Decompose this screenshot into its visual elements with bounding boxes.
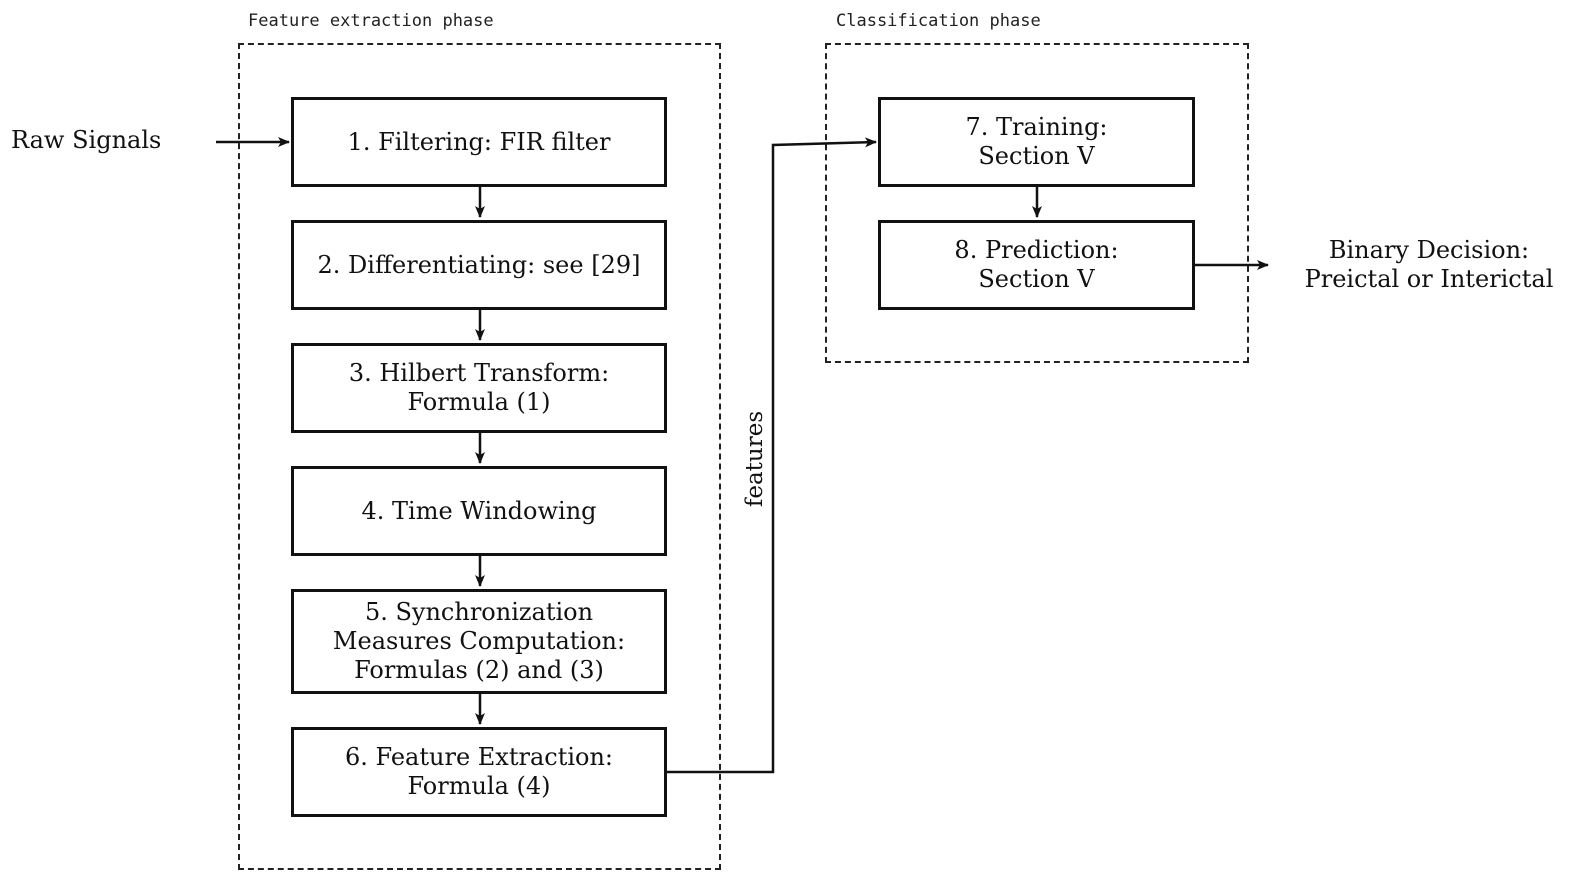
step-hilbert-transform-line-1: 3. Hilbert Transform: xyxy=(348,359,610,387)
binary-decision-output-label: Binary Decision: Preictal or Interictal xyxy=(1294,236,1564,294)
step-prediction-box: 8. Prediction: Section V xyxy=(878,220,1195,310)
step-synchronization-line-3: Formulas (2) and (3) xyxy=(354,656,604,684)
step-synchronization-box: 5. Synchronization Measures Computation:… xyxy=(291,589,667,694)
step-hilbert-transform-line-2: Formula (1) xyxy=(407,388,551,416)
step-feature-extraction-box: 6. Feature Extraction: Formula (4) xyxy=(291,727,667,817)
step-time-windowing-box: 4. Time Windowing xyxy=(291,466,667,556)
binary-decision-line-1: Binary Decision: xyxy=(1328,236,1530,264)
step-filtering-box: 1. Filtering: FIR filter xyxy=(291,97,667,187)
classification-phase-label: Classification phase xyxy=(836,11,1041,31)
step-hilbert-transform-box: 3. Hilbert Transform: Formula (1) xyxy=(291,343,667,433)
step-feature-extraction-line-2: Formula (4) xyxy=(407,772,551,800)
step-synchronization-line-1: 5. Synchronization xyxy=(364,598,594,626)
raw-signals-input-label: Raw Signals xyxy=(11,126,162,154)
step-prediction-line-2: Section V xyxy=(978,265,1095,293)
step-training-line-1: 7. Training: xyxy=(965,113,1108,141)
feature-extraction-phase-frame xyxy=(238,43,721,870)
step-prediction-line-1: 8. Prediction: xyxy=(954,236,1119,264)
step-training-box: 7. Training: Section V xyxy=(878,97,1195,187)
step-filtering-text: 1. Filtering: FIR filter xyxy=(347,127,611,156)
feature-extraction-phase-label: Feature extraction phase xyxy=(248,11,494,31)
step-training-line-2: Section V xyxy=(978,142,1095,170)
step-time-windowing-text: 4. Time Windowing xyxy=(361,496,597,525)
step-differentiating-text: 2. Differentiating: see [29] xyxy=(317,250,641,279)
step-feature-extraction-line-1: 6. Feature Extraction: xyxy=(344,743,614,771)
binary-decision-line-2: Preictal or Interictal xyxy=(1304,265,1554,293)
step-synchronization-line-2: Measures Computation: xyxy=(332,627,626,655)
arrow-features-to-training xyxy=(666,137,877,774)
classification-phase-frame xyxy=(825,43,1249,363)
step-differentiating-box: 2. Differentiating: see [29] xyxy=(291,220,667,310)
features-edge-label: features xyxy=(742,411,768,507)
